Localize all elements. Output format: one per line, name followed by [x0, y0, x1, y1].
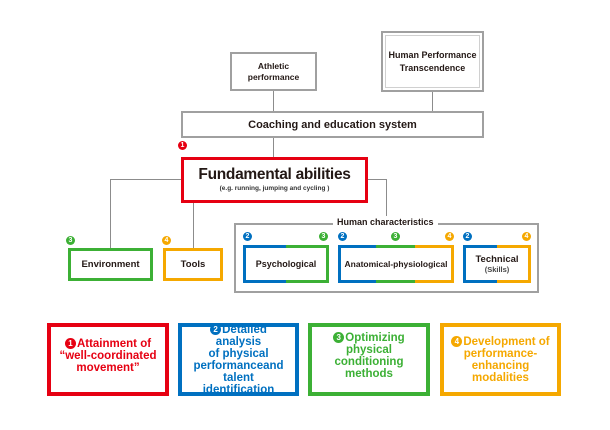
connector-tools: [193, 202, 194, 248]
psychological-box: Psychological: [243, 245, 329, 283]
technical-box: Technical (Skills): [463, 245, 531, 283]
transcendence-box: Human Performance Transcendence: [381, 31, 484, 92]
connector-transcendence: [432, 91, 433, 111]
athletic-line1: Athletic: [257, 60, 290, 71]
goal-3-line2: physical conditioning: [334, 343, 404, 368]
connector-right-h: [367, 179, 387, 180]
goal-1-line2: “well-coordinated: [59, 349, 157, 362]
fundamental-abilities-box: Fundamental abilities (e.g. running, jum…: [181, 157, 368, 203]
human-characteristics-title: Human characteristics: [333, 216, 438, 229]
goal-3-line3: methods: [345, 367, 393, 380]
goal-2-line2: of physical: [208, 347, 269, 360]
goal-2-line4: talent identification: [202, 371, 275, 396]
number-2-icon: 2: [210, 323, 222, 335]
connector-athletic: [273, 90, 274, 111]
connector-left-h: [110, 179, 181, 180]
technical-sublabel: (Skills): [484, 264, 510, 274]
goal-3-line1: Optimizing: [345, 331, 405, 344]
badge-1-icon: 1: [178, 141, 187, 150]
badge-2-icon: 2: [243, 232, 252, 241]
badge-3-icon: 3: [391, 232, 400, 241]
transcendence-line2: Transcendence: [399, 62, 466, 73]
badge-4-icon: 4: [522, 232, 531, 241]
badge-4-icon: 4: [445, 232, 454, 241]
badge-2-icon: 2: [463, 232, 472, 241]
fundamental-subtitle: (e.g. running, jumping and cycling ): [219, 185, 330, 192]
tools-box: Tools: [163, 248, 223, 281]
goal-1-line3: movement”: [76, 361, 140, 374]
goal-4-line1: Development of: [463, 335, 550, 348]
tools-label: Tools: [180, 259, 206, 270]
number-4-icon: 4: [451, 335, 463, 347]
psychological-label: Psychological: [255, 259, 317, 269]
goal-4-line2: performance-: [463, 347, 538, 360]
goal-2-line3: performanceand: [193, 359, 284, 372]
badge-3-icon: 3: [66, 236, 75, 245]
goal-1-line1: Attainment of: [76, 337, 152, 350]
fundamental-title: Fundamental abilities: [198, 166, 351, 183]
transcendence-line1: Human Performance: [388, 49, 477, 60]
goal-4-line4: modalities: [472, 371, 529, 384]
goal-2-line1: Detailed analysis: [215, 323, 267, 348]
environment-box: Environment: [68, 248, 153, 281]
goal-4-line3: enhancing: [471, 359, 530, 372]
human-characteristics-label: Human characteristics: [337, 217, 434, 227]
connector-environment: [110, 179, 111, 248]
badge-4-icon: 4: [162, 236, 171, 245]
number-3-icon: 3: [333, 331, 345, 343]
coaching-label: Coaching and education system: [248, 118, 417, 131]
athletic-line2: performance: [247, 71, 300, 82]
environment-label: Environment: [81, 259, 140, 270]
athletic-performance-box: Athletic performance: [230, 52, 317, 91]
badge-2-icon: 2: [338, 232, 347, 241]
anatomical-label: Anatomical-physiological: [344, 259, 448, 269]
technical-label: Technical: [475, 253, 519, 265]
connector-human: [386, 179, 387, 223]
connector-coaching-fundamental: [273, 137, 274, 157]
number-1-icon: 1: [64, 337, 76, 349]
coaching-box: Coaching and education system: [181, 111, 484, 138]
anatomical-physiological-box: Anatomical-physiological: [338, 245, 454, 283]
badge-3-icon: 3: [319, 232, 328, 241]
